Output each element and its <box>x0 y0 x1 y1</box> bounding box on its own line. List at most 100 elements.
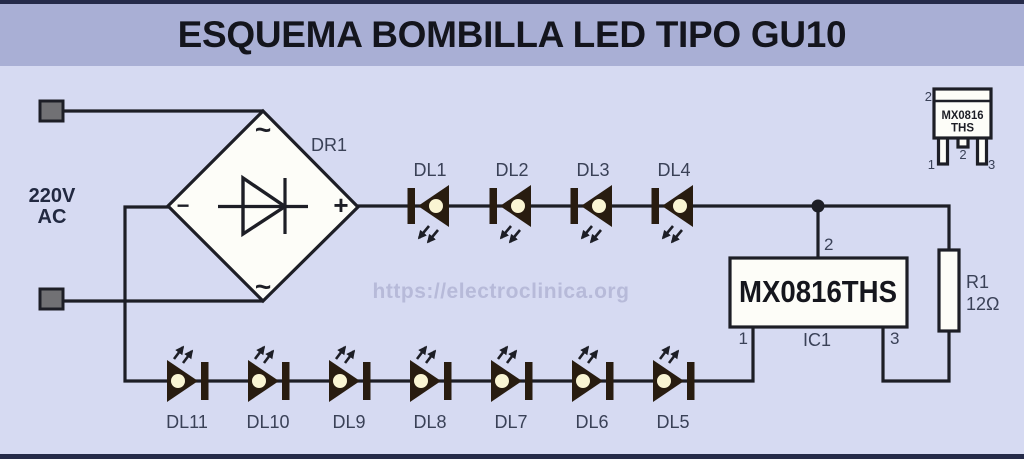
led-dot <box>414 374 428 388</box>
led-emission-arrow <box>262 349 275 364</box>
led-cathode-bar <box>407 188 415 224</box>
led-cathode-bar <box>201 362 209 400</box>
led-label-DL11: DL11 <box>166 412 208 432</box>
bridge-minus-symbol: − <box>177 193 190 218</box>
led-emission-arrow <box>424 349 437 364</box>
package-part-line1: MX0816 <box>942 110 984 122</box>
led-emission-arrow <box>426 229 439 244</box>
led-dot <box>592 199 606 213</box>
led-label-DL8: DL8 <box>413 412 446 432</box>
led-dot <box>252 374 266 388</box>
title-band: ESQUEMA BOMBILLA LED TIPO GU10 <box>0 4 1024 66</box>
led-label-DL6: DL6 <box>575 412 608 432</box>
led-label-DL3: DL3 <box>576 160 609 180</box>
led-dot <box>673 199 687 213</box>
resistor-value-label: 12Ω <box>966 294 999 314</box>
led-dot <box>429 199 443 213</box>
led-label-DL9: DL9 <box>332 412 365 432</box>
led-DL3: DL3 <box>570 160 612 244</box>
led-cathode-bar <box>651 188 659 224</box>
ac-source-label: 220V AC <box>22 186 82 228</box>
bridge-diode-triangle <box>241 174 289 238</box>
led-label-DL2: DL2 <box>495 160 528 180</box>
led-cathode-bar <box>687 362 695 400</box>
top-edge-bar <box>0 0 1024 4</box>
package-body <box>932 87 993 140</box>
led-emission-arrow <box>505 349 518 364</box>
led-emission-arrow <box>172 345 185 360</box>
led-emission-arrow <box>181 349 194 364</box>
led-cathode-bar <box>444 362 452 400</box>
watermark-url: https://electroclinica.org <box>372 280 630 303</box>
led-emission-arrow <box>417 225 430 240</box>
package-drawing: MX0816 THS 2 1 2 3 <box>925 87 995 172</box>
led-dot <box>576 374 590 388</box>
led-emission-arrow <box>508 229 521 244</box>
bottom-edge-bar <box>0 454 1024 459</box>
led-DL11: DL11 <box>166 345 209 432</box>
wire-ic-pin3-to-r1 <box>881 327 951 383</box>
led-DL2: DL2 <box>489 160 531 244</box>
ic-part-label: MX0816THS <box>739 274 897 309</box>
led-emission-arrow <box>667 349 680 364</box>
led-emission-arrow <box>670 229 683 244</box>
led-emission-arrow <box>577 345 590 360</box>
led-dot <box>171 374 185 388</box>
led-dot <box>333 374 347 388</box>
led-label-DL7: DL7 <box>494 412 527 432</box>
bridge-ac-bottom-symbol: ~ <box>255 271 271 302</box>
led-emission-arrow <box>253 345 266 360</box>
ic-pin3-label: 3 <box>890 329 899 348</box>
resistor-ref-label: R1 <box>966 272 989 292</box>
led-label-DL4: DL4 <box>657 160 690 180</box>
ac-text: AC <box>37 206 67 228</box>
led-cathode-bar <box>570 188 578 224</box>
terminal-top <box>38 99 65 123</box>
led-emission-arrow <box>661 225 674 240</box>
led-label-DL10: DL10 <box>246 412 289 432</box>
wire-bridge-minus-to-led-chain <box>123 205 755 383</box>
package-pin2-label: 2 <box>959 147 966 162</box>
led-DL7: DL7 <box>491 345 533 432</box>
ic-pin2-label: 2 <box>824 235 833 254</box>
package-part-line2: THS <box>951 123 974 135</box>
led-DL4: DL4 <box>651 160 693 244</box>
bridge-ref-label: DR1 <box>311 135 347 155</box>
led-DL10: DL10 <box>246 345 290 432</box>
resistor-body <box>937 248 961 333</box>
ic-pin1-label: 1 <box>739 329 748 348</box>
package-leg-3 <box>975 134 989 166</box>
led-cathode-bar <box>606 362 614 400</box>
led-dot <box>495 374 509 388</box>
led-DL9: DL9 <box>329 345 371 432</box>
package-leg-1 <box>936 134 950 166</box>
page-title: ESQUEMA BOMBILLA LED TIPO GU10 <box>177 14 847 55</box>
ic-body <box>728 256 909 329</box>
led-emission-arrow <box>580 225 593 240</box>
led-emission-arrow <box>334 345 347 360</box>
led-emission-arrow <box>589 229 602 244</box>
led-cathode-bar <box>489 188 497 224</box>
led-emission-arrow <box>496 345 509 360</box>
led-DL1: DL1 <box>407 160 449 244</box>
ac-voltage-text: 220V <box>28 185 76 207</box>
led-emission-arrow <box>586 349 599 364</box>
ic-ref-label: IC1 <box>803 330 831 350</box>
led-emission-arrow <box>415 345 428 360</box>
junction-dot <box>811 199 825 213</box>
wire-bridge-plus-to-r1 <box>357 204 951 252</box>
bridge-plus-symbol: + <box>333 190 348 220</box>
led-label-DL1: DL1 <box>413 160 446 180</box>
led-dot <box>657 374 671 388</box>
led-cathode-bar <box>363 362 371 400</box>
led-DL6: DL6 <box>572 345 614 432</box>
package-pin3-label: 3 <box>988 157 995 172</box>
led-cathode-bar <box>525 362 533 400</box>
bridge-ac-top-symbol: ~ <box>255 114 271 145</box>
package-tab-pin-label: 2 <box>925 89 932 104</box>
led-emission-arrow <box>499 225 512 240</box>
led-dot <box>511 199 525 213</box>
